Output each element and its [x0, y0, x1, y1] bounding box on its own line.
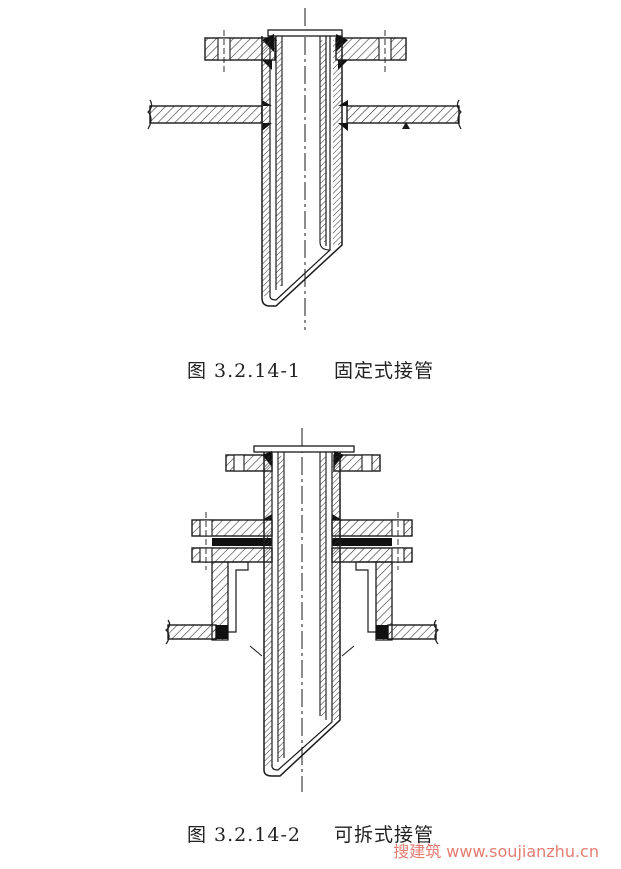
- figure-caption-2: 图 3.2.14-2 可拆式接管: [0, 820, 621, 847]
- vessel-shell: [147, 99, 462, 130]
- top-flange-2: [225, 445, 381, 472]
- detachable-nozzle-drawing: [165, 428, 439, 792]
- watermark: 搜建筑 www.soujianzhu.cn: [393, 842, 599, 861]
- fixed-nozzle-drawing: [147, 8, 462, 330]
- figure-title-2: 可拆式接管: [334, 824, 435, 846]
- figure-fixed-nozzle: [0, 0, 621, 345]
- figure-number-2: 图 3.2.14-2: [186, 824, 301, 846]
- nozzle-tube: [261, 36, 343, 307]
- figure-number-1: 图 3.2.14-1: [186, 360, 301, 382]
- stub-neck: [211, 561, 393, 641]
- figure-title-1: 固定式接管: [334, 360, 435, 382]
- top-flange: [204, 29, 407, 72]
- vessel-shell-2: [165, 619, 439, 657]
- nozzle-tube-2: [263, 452, 341, 777]
- figure-caption-1: 图 3.2.14-1 固定式接管: [0, 356, 621, 383]
- figure-detachable-nozzle: [0, 420, 621, 815]
